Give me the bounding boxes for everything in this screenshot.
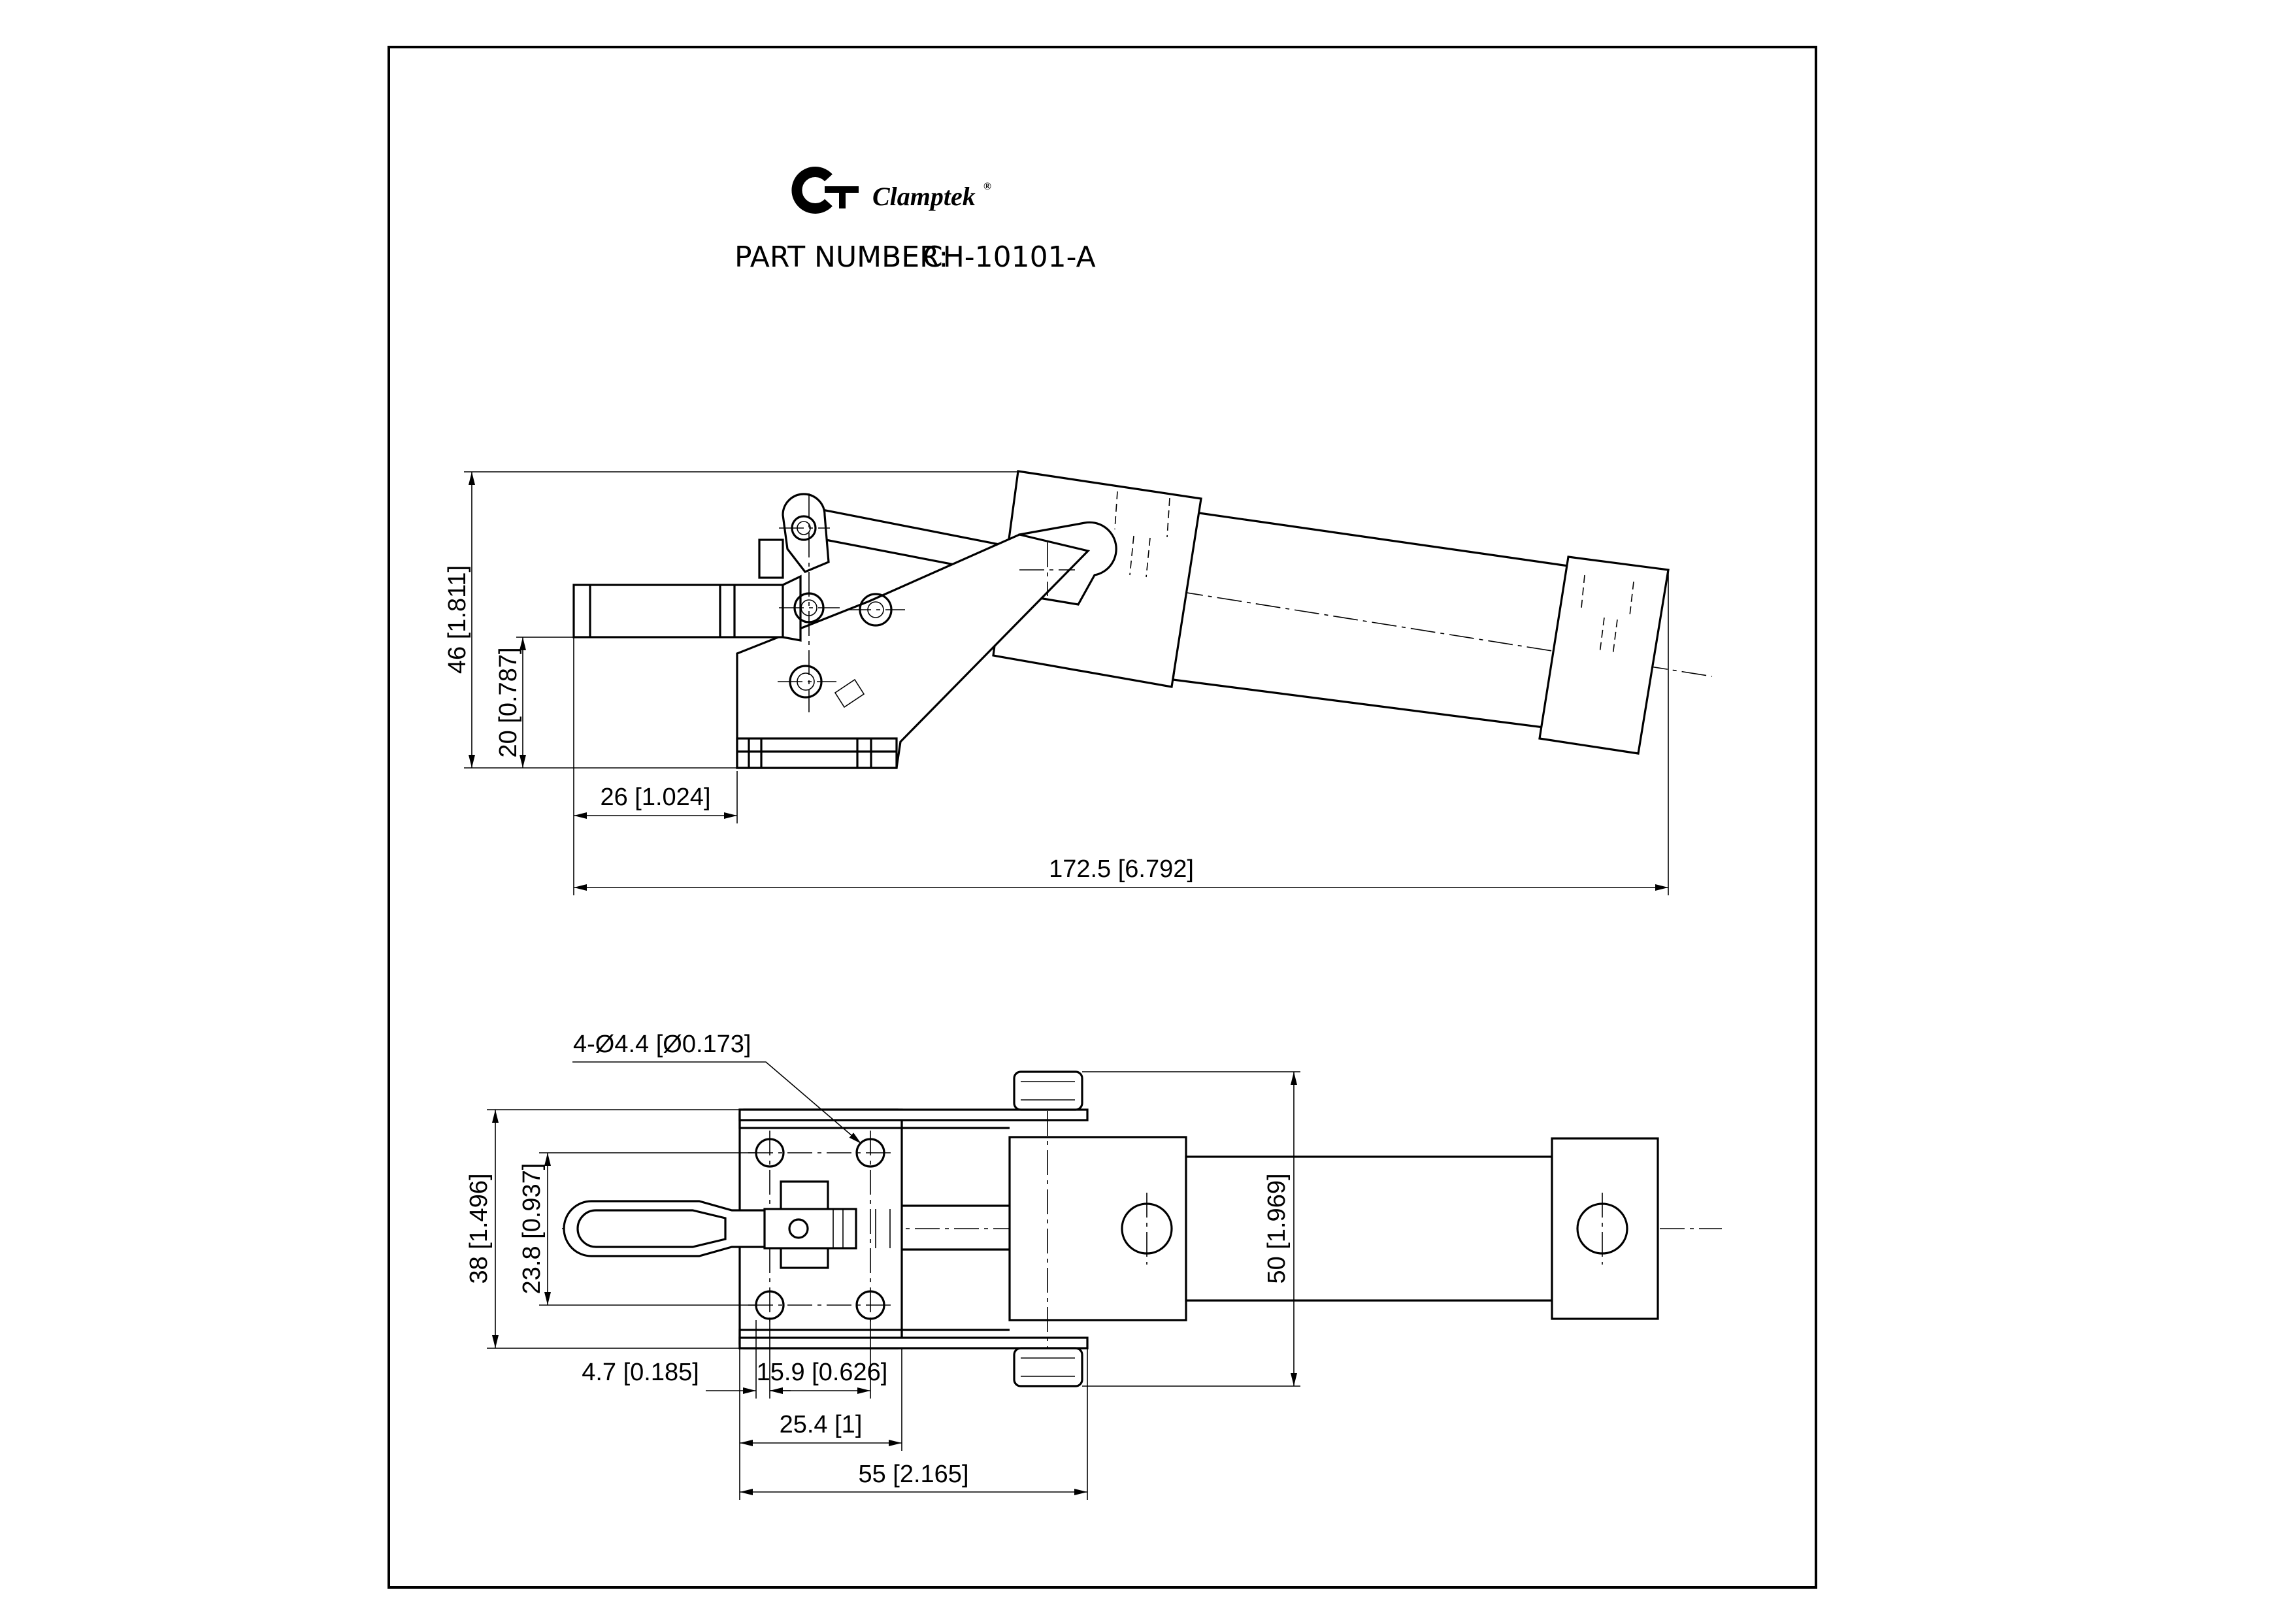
handle-loop (563, 1200, 785, 1257)
pin-knob-bottom (1013, 1347, 1083, 1387)
dim-hole-spacing-width: 23.8 [0.937] (518, 1163, 546, 1295)
dim-mount-holes: 4-Ø4.4 [Ø0.173] (573, 1031, 751, 1058)
spindle-holder (782, 574, 802, 642)
brand-name: Clamptek (872, 182, 976, 211)
spindle-housing (763, 1208, 857, 1250)
body-rail-bottom (738, 1336, 1089, 1350)
dim-edge-offset: 4.7 [0.185] (582, 1359, 699, 1386)
clamp-spindle-bar (572, 584, 784, 638)
dim-handle-offset: 26 [1.024] (600, 784, 710, 811)
side-port-details (1114, 491, 1634, 656)
top-view: 4-Ø4.4 [Ø0.173] 38 [1.496] 23.8 [0.937] … (465, 1031, 1722, 1500)
front-cylinder-block (1008, 1136, 1187, 1321)
grease-fitting (834, 678, 865, 708)
hole-callout-leader (572, 1061, 862, 1144)
spindle-stop (758, 539, 784, 579)
brand-logo: Clamptek ® (791, 167, 991, 214)
dim-base-length: 25.4 [1] (780, 1411, 863, 1438)
registered-mark: ® (983, 181, 991, 192)
dim-cylinder-width: 50 [1.969] (1263, 1173, 1291, 1284)
cylinder-barrel (1172, 511, 1570, 731)
dim-overall-length: 172.5 [6.792] (1049, 855, 1194, 883)
drawing-border (388, 46, 1817, 1589)
pin-knob-top (1013, 1070, 1083, 1111)
clamp-base-foot (736, 737, 898, 769)
dim-base-width: 38 [1.496] (465, 1173, 493, 1284)
body-rail-top (738, 1108, 1089, 1121)
dim-hole-spacing-length: 15.9 [0.626] (757, 1359, 888, 1386)
dim-base-height: 20 [0.787] (495, 647, 522, 757)
cylinder-barrel-top (1185, 1155, 1553, 1302)
part-number-value: CH-10101-A (923, 240, 1096, 274)
spindle-pin (788, 1218, 809, 1239)
rear-cylinder-cap (1538, 555, 1670, 755)
dim-body-length: 55 [2.165] (858, 1461, 968, 1488)
part-number-label: PART NUMBER: (734, 240, 948, 274)
dim-overall-height: 46 [1.811] (444, 565, 471, 674)
rear-cylinder-cap-top (1551, 1137, 1659, 1320)
upper-lever (782, 493, 830, 573)
side-view: 46 [1.811] 20 [0.787] 26 [1.024] 172.5 [… (444, 470, 1713, 895)
